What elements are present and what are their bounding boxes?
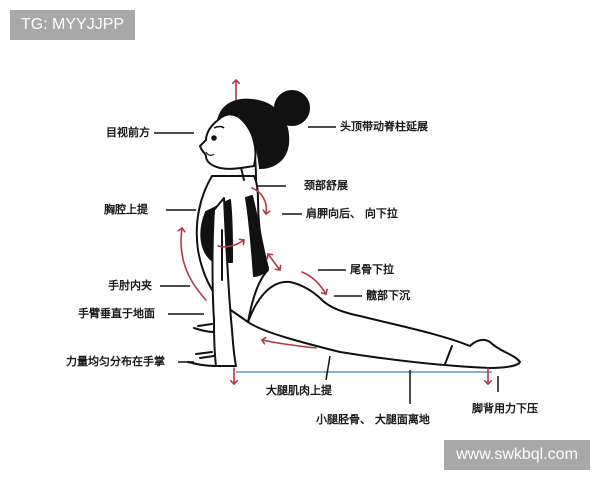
label-elbows: 手肘内夹 <box>108 279 152 292</box>
label-shoulder-blades: 肩胛向后、 向下拉 <box>306 207 398 220</box>
label-thigh-muscles: 大腿肌肉上提 <box>266 384 332 397</box>
leader-lines <box>154 126 499 404</box>
head <box>198 90 310 170</box>
label-feet: 脚背用力下压 <box>472 402 538 415</box>
label-neck: 颈部舒展 <box>304 179 348 192</box>
label-chest: 胸腔上提 <box>104 203 148 216</box>
label-shins-thighs: 小腿胫骨、 大腿面离地 <box>316 413 430 426</box>
watermark-bottom: www.swkbql.com <box>444 440 590 470</box>
label-palms: 力量均匀分布在手掌 <box>66 355 165 368</box>
label-arms: 手臂垂直于地面 <box>78 307 155 320</box>
label-head-spine: 头顶带动脊柱延展 <box>340 120 428 133</box>
label-eyes: 目视前方 <box>106 126 150 139</box>
label-hips: 髋部下沉 <box>366 289 410 302</box>
direction-arrows <box>181 80 488 384</box>
label-tailbone: 尾骨下拉 <box>350 263 394 276</box>
body-outline <box>187 149 521 369</box>
watermark-top: TG: MYYJJPP <box>10 10 135 40</box>
